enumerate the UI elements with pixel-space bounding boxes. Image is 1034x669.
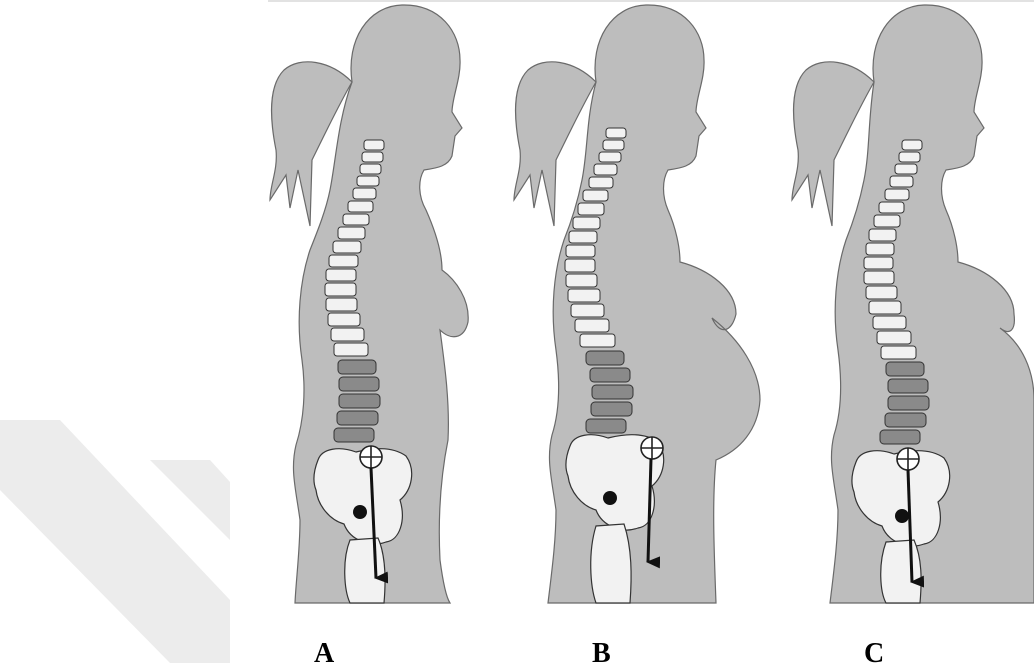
hip-joint-dot-icon: [603, 491, 617, 505]
watermark-stripes: [0, 420, 230, 663]
center-of-gravity-marker-icon: [360, 446, 382, 468]
hip-joint-dot-icon: [353, 505, 367, 519]
panel-b-figure: [514, 5, 760, 603]
hip-joint-dot-icon: [895, 509, 909, 523]
panel-label-c: C: [864, 640, 884, 668]
panel-label-a: A: [314, 640, 334, 668]
center-of-gravity-marker-icon: [897, 448, 919, 470]
center-of-gravity-marker-icon: [641, 437, 663, 459]
panel-a-figure: [270, 5, 468, 603]
spine-lumbar: [334, 360, 380, 442]
panel-c-figure: [792, 5, 1034, 603]
panel-label-b: B: [592, 640, 611, 668]
